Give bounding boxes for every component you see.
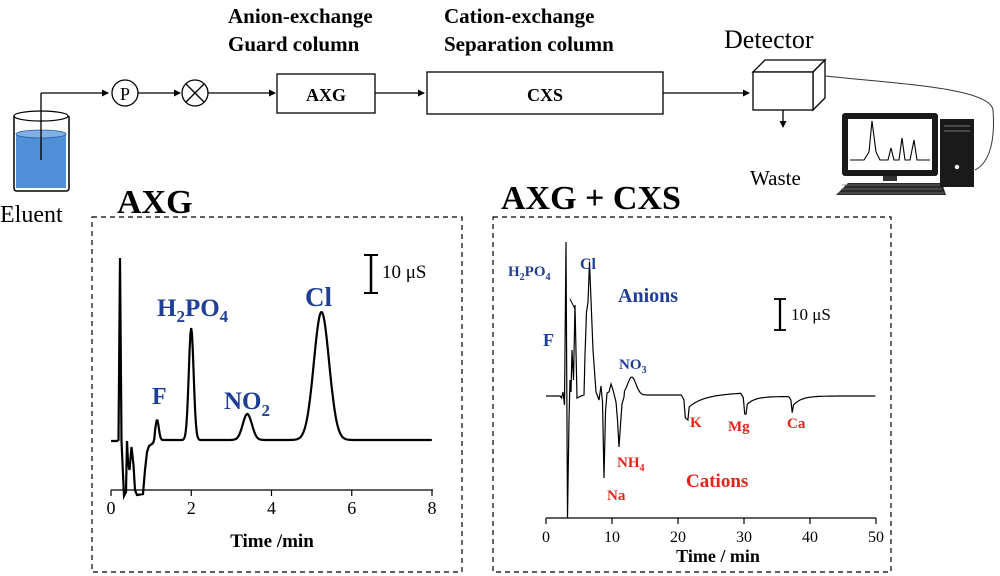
chart-axg-cxs: 0 10 20 30 40 50 Time / min 10 μS H2PO4 Cl An… (508, 241, 884, 566)
peak-label-nh4: NH4 (617, 455, 645, 474)
x-tick-label: 6 (347, 498, 356, 518)
peak-label-mg: Mg (728, 419, 750, 435)
scale-bar-label: 10 μS (382, 262, 427, 283)
label-leader-h2po4 (569, 298, 576, 310)
x-tick-label: 30 (736, 529, 752, 546)
x-tick-label: 40 (802, 529, 818, 546)
x-axis-label: Time /min (230, 531, 314, 552)
peak-label-h2po4: H2PO4 (157, 295, 229, 326)
x-ticks: 0 10 20 30 40 50 (542, 518, 884, 546)
x-tick-label: 10 (604, 529, 620, 546)
x-axis-label: Time / min (676, 546, 760, 566)
x-tick-label: 4 (267, 498, 276, 518)
cations-group-label: Cations (686, 471, 748, 492)
separation-column-title-line1: Cation-exchange (444, 4, 595, 28)
peak-label-cl: Cl (580, 256, 597, 273)
arrow-head (174, 89, 181, 97)
x-tick-label: 0 (542, 529, 550, 546)
left-panel-title: AXG (117, 184, 193, 221)
x-tick-label: 0 (107, 498, 116, 518)
arrow-head (102, 89, 109, 97)
left-panel-frame (91, 216, 463, 573)
cxs-column-label: CXS (527, 85, 563, 105)
x-tick-label: 50 (868, 529, 884, 546)
computer-icon (836, 113, 974, 195)
arrow-head (743, 89, 750, 97)
peak-label-cl: Cl (305, 282, 332, 312)
peak-label-h2po4: H2PO4 (508, 264, 551, 283)
chart-axg: 0 2 4 6 8 Time /min 10 μS F H2PO4 NO2 Cl (107, 254, 437, 552)
chromatogram-trace (111, 257, 432, 501)
axg-column-box (276, 73, 376, 114)
cxs-column-box (426, 71, 664, 115)
detector-label: Detector (724, 25, 814, 54)
x-ticks: 0 2 4 6 8 (107, 490, 437, 518)
x-tick-label: 2 (187, 498, 196, 518)
peak-label-f: F (152, 384, 167, 410)
waste-label: Waste (750, 166, 801, 190)
scale-bar-label: 10 μS (791, 305, 831, 324)
right-panel-frame (492, 216, 892, 573)
peak-label-na: Na (607, 488, 626, 504)
detector-box-icon (751, 58, 827, 112)
arrow-head (779, 121, 787, 128)
flow-schematic: Eluent P Anion-exchange Guard column AXG… (0, 4, 995, 228)
pump-label: P (120, 84, 130, 104)
guard-column-title-line2: Guard column (228, 32, 360, 56)
valve-cross (185, 83, 205, 103)
guard-column-title-line1: Anion-exchange (228, 4, 373, 28)
detector-cable (824, 75, 995, 171)
right-panel-title: AXG + CXS (501, 180, 681, 217)
axg-column-label: AXG (306, 85, 346, 105)
peak-label-no3: NO3 (619, 357, 647, 376)
beaker-outline (13, 116, 70, 192)
peak-label-no2: NO2 (224, 388, 270, 420)
eluent-label: Eluent (0, 202, 63, 228)
peak-label-k: K (690, 415, 702, 431)
peak-label-f: F (543, 330, 554, 350)
x-tick-label: 8 (428, 498, 437, 518)
separation-column-title-line2: Separation column (444, 32, 614, 56)
anions-group-label: Anions (618, 285, 678, 307)
chromatogram-trace (546, 241, 876, 519)
arrow-head (269, 89, 276, 97)
x-tick-label: 20 (670, 529, 686, 546)
arrow-head (418, 89, 425, 97)
peak-label-ca: Ca (787, 416, 806, 432)
